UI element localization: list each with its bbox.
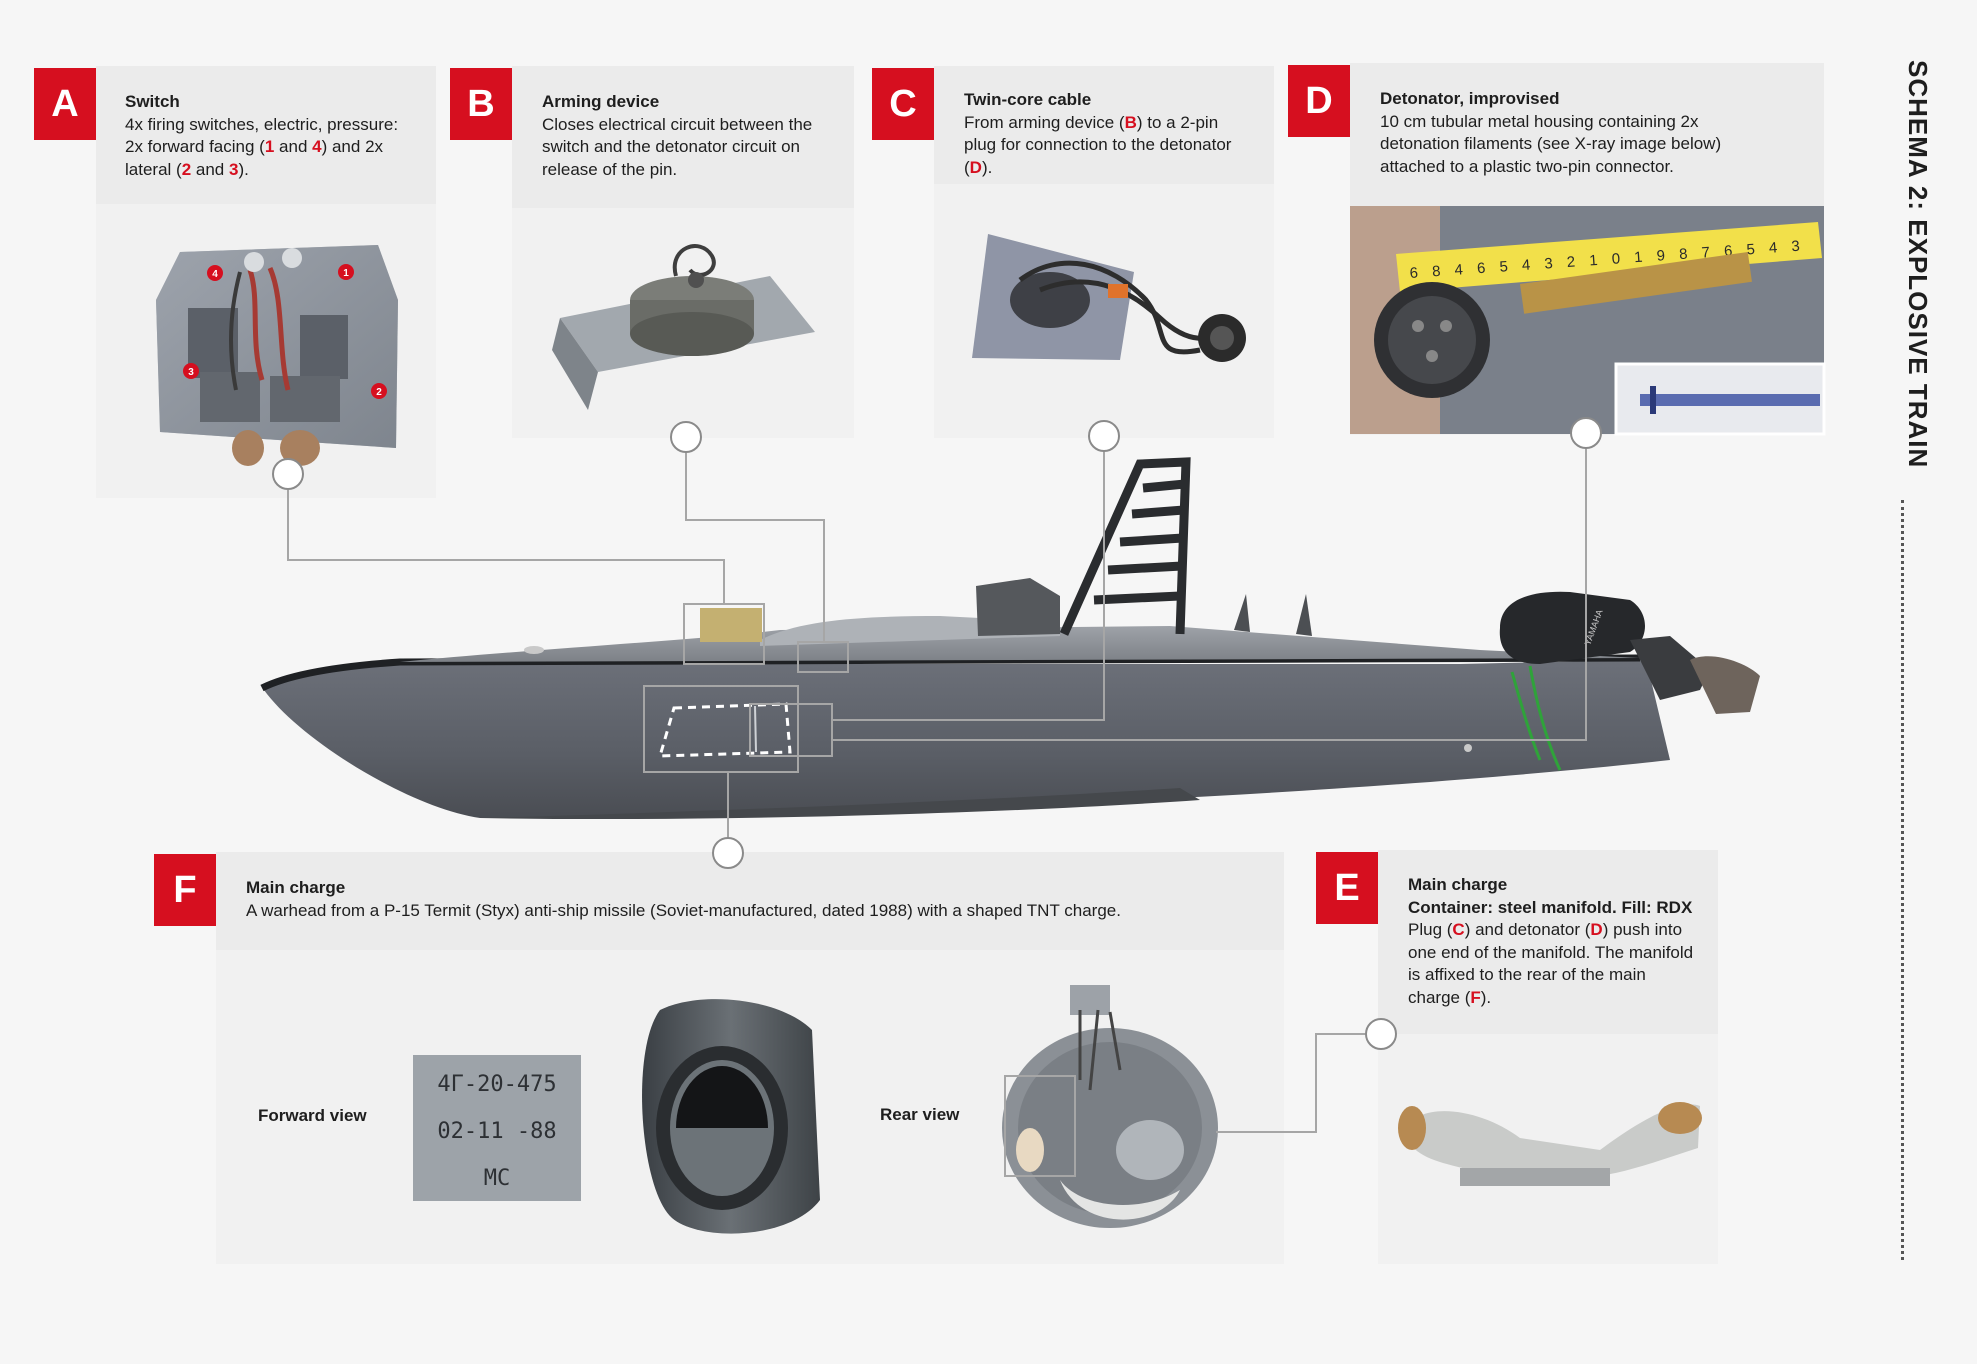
switch-plate-photo: 4 1 3 2 — [156, 245, 398, 466]
body-text-run: ) and detonator ( — [1464, 920, 1591, 939]
reference-marker: 2 — [181, 159, 192, 179]
rear-view-label: Rear view — [880, 1105, 960, 1124]
card-a-title: Switch — [125, 92, 180, 111]
switch-marker-3: 3 — [188, 367, 194, 378]
forward-view-label: Forward view — [258, 1106, 367, 1125]
card-c-body: From arming device (B) to a 2-pin plug f… — [964, 113, 1231, 177]
card-b-body: Closes electrical circuit between the sw… — [542, 115, 812, 179]
badge-d: D — [1288, 65, 1350, 137]
body-text-run: ) and 2x lateral ( — [125, 137, 384, 179]
body-text-run: ) push into one end of the manifold. The… — [1408, 920, 1694, 1007]
boat-illustration: YAMAHA — [260, 457, 1760, 820]
badge-c: C — [872, 68, 934, 140]
card-e-title: Main charge — [1408, 875, 1508, 894]
badge-b: B — [450, 68, 512, 140]
card-d-text: Detonator, improvised 10 cm tubular meta… — [1380, 88, 1760, 178]
badge-f: F — [154, 854, 216, 926]
stencil-line-2: 02-11 -88 — [437, 1119, 556, 1144]
arming-device-photo — [552, 244, 815, 410]
card-f-text: Main charge A warhead from a P-15 Termit… — [246, 877, 1256, 922]
reference-marker: B — [1124, 112, 1137, 132]
card-d-title: Detonator, improvised — [1380, 89, 1560, 108]
reference-marker: C — [1452, 920, 1465, 939]
schema-title: SCHEMA 2: EXPLOSIVE TRAIN — [1903, 60, 1933, 469]
warhead-forward-photo — [642, 999, 820, 1234]
callout-dots — [272, 417, 1602, 1050]
card-f-title: Main charge — [246, 878, 346, 897]
stencil-line-3: МС — [484, 1166, 511, 1191]
reference-marker: 3 — [228, 159, 239, 179]
body-text-run: and — [274, 137, 313, 156]
reference-marker: 4 — [312, 137, 322, 156]
card-c-title: Twin-core cable — [964, 90, 1092, 109]
card-d-body: 10 cm tubular metal housing containing 2… — [1380, 112, 1721, 176]
body-text-run: 4x firing switches, electric, pressure: … — [125, 114, 399, 157]
card-b-text: Arming device Closes electrical circuit … — [542, 91, 832, 181]
card-a-text: Switch 4x firing switches, electric, pre… — [125, 91, 415, 181]
body-text-run: Closes electrical circuit between the sw… — [542, 114, 813, 179]
reference-marker: F — [1470, 987, 1481, 1007]
body-text-run: ). — [238, 159, 249, 179]
body-text-run: ). — [981, 157, 993, 177]
badge-e: E — [1316, 852, 1378, 924]
badge-a: A — [34, 68, 96, 140]
card-c-text: Twin-core cable From arming device (B) t… — [964, 89, 1254, 179]
reference-marker: 1 — [264, 137, 275, 156]
switch-marker-1: 1 — [343, 268, 349, 279]
switch-marker-2: 2 — [376, 387, 382, 398]
warhead-rear-photo — [1002, 985, 1218, 1228]
callout-connectors — [287, 446, 1587, 1133]
switch-marker-4: 4 — [212, 269, 218, 280]
card-e-subtitle: Container: steel manifold. Fill: RDX — [1408, 897, 1693, 917]
card-a-body: 4x firing switches, electric, pressure: … — [125, 115, 398, 179]
reference-marker: D — [969, 157, 982, 177]
body-text-run: 10 cm tubular metal housing containing 2… — [1380, 111, 1722, 176]
body-text-run: ). — [1480, 987, 1492, 1007]
manifold-photo — [1398, 1102, 1702, 1186]
stencil-marking-photo: 4Г-20-475 02-11 -88 МС — [413, 1055, 581, 1201]
body-text-run: Plug ( — [1408, 920, 1453, 939]
dotted-divider — [1901, 500, 1904, 1260]
stencil-line-1: 4Г-20-475 — [437, 1072, 556, 1097]
card-f-body: A warhead from a P-15 Termit (Styx) anti… — [246, 901, 1121, 920]
body-text-run: ) to a 2-pin plug for connection to the … — [964, 112, 1232, 177]
twin-core-cable-photo — [972, 234, 1246, 362]
detonator-photo: 6 8 4 6 5 4 3 2 1 0 1 9 8 7 6 5 4 3 — [1350, 206, 1826, 436]
body-text-run: From arming device ( — [964, 112, 1125, 132]
body-text-run: and — [191, 159, 229, 179]
card-b-title: Arming device — [542, 92, 660, 111]
body-text-run: A warhead from a P-15 Termit (Styx) anti… — [246, 900, 1121, 920]
card-e-text: Main charge Container: steel manifold. F… — [1408, 874, 1698, 1009]
reference-marker: D — [1590, 920, 1603, 939]
card-e-body: Plug (C) and detonator (D) push into one… — [1408, 920, 1693, 1007]
